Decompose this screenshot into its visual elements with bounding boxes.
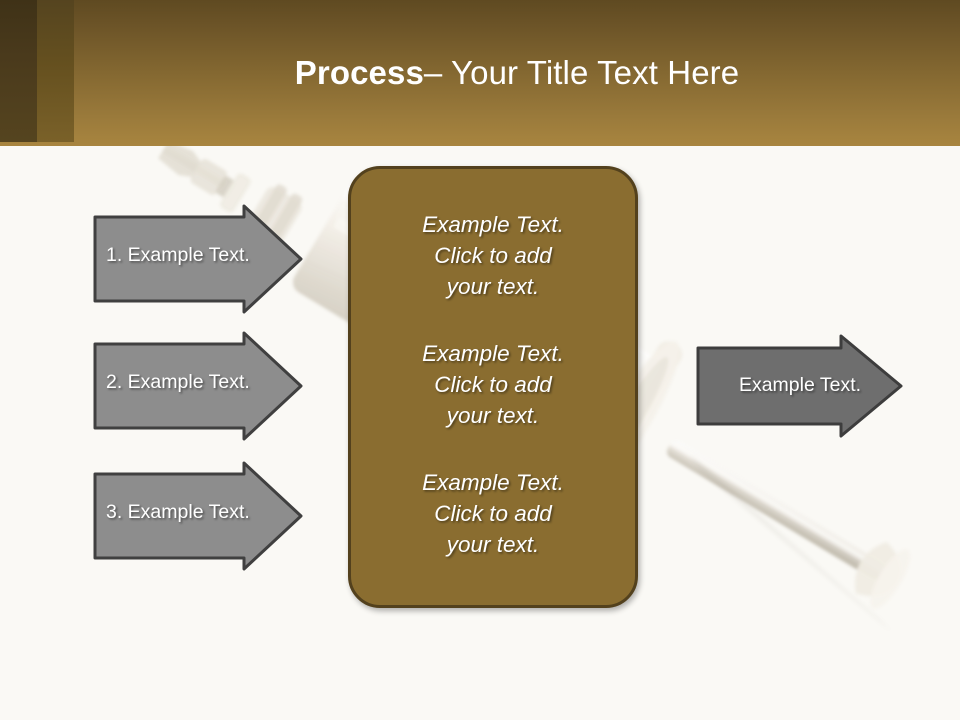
center-text-block-3: Example Text. Click to add your text. — [422, 469, 564, 557]
header-accent-bar-dark — [0, 0, 37, 142]
output-arrow-shape — [696, 334, 903, 438]
input-arrow-2[interactable]: 2. Example Text. — [92, 327, 308, 445]
page-title: Process – Your Title Text Here — [74, 0, 960, 146]
header-accent-bar-mid — [37, 0, 74, 142]
page-title-rest: – Your Title Text Here — [423, 54, 740, 91]
input-arrow-3-shape — [93, 461, 303, 571]
center-text-block-2: Example Text. Click to add your text. — [422, 340, 564, 428]
input-arrow-1-shape — [93, 204, 303, 314]
center-text-block-1: Example Text. Click to add your text. — [422, 211, 564, 299]
input-arrow-2-shape — [93, 331, 303, 441]
page-title-bold: Process — [294, 54, 424, 91]
output-arrow[interactable]: Example Text. — [695, 330, 907, 442]
center-content-panel[interactable]: Example Text. Click to add your text. Ex… — [348, 166, 638, 608]
input-arrow-3[interactable]: 3. Example Text. — [92, 457, 308, 575]
header-band: Process – Your Title Text Here — [0, 0, 960, 146]
input-arrow-1[interactable]: 1. Example Text. — [92, 200, 308, 318]
